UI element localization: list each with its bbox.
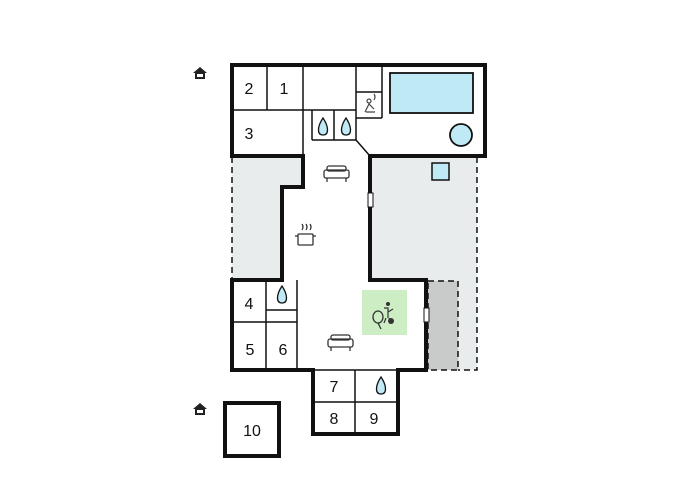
sofa-icon bbox=[323, 165, 350, 182]
door bbox=[423, 307, 430, 323]
room-7-label: 7 bbox=[330, 379, 339, 396]
room-3-label: 3 bbox=[245, 126, 254, 143]
door bbox=[367, 192, 374, 208]
room-9-label: 9 bbox=[370, 411, 379, 428]
room-6-label: 6 bbox=[279, 342, 288, 359]
room-8-label: 8 bbox=[330, 411, 339, 428]
terrace-left bbox=[231, 157, 303, 280]
room-10-label: 10 bbox=[243, 423, 261, 440]
covered-terrace bbox=[427, 280, 459, 371]
cooking-pot-icon bbox=[295, 223, 316, 246]
water-drop-icon bbox=[375, 375, 387, 395]
room-2-label: 2 bbox=[245, 81, 254, 98]
outbuilding-outline bbox=[223, 401, 281, 458]
water-drop-icon bbox=[317, 116, 329, 136]
interior-walls bbox=[232, 65, 398, 434]
hot-tub-icon bbox=[449, 123, 473, 147]
table-tennis-icon bbox=[362, 290, 407, 335]
sofa-icon bbox=[327, 334, 354, 351]
sauna-icon bbox=[364, 93, 376, 113]
room-4-label: 4 bbox=[245, 296, 254, 313]
pool-icon bbox=[389, 72, 474, 114]
water-drop-icon bbox=[276, 284, 288, 304]
room-5-label: 5 bbox=[246, 342, 255, 359]
outdoor-furniture-icon bbox=[431, 162, 450, 181]
house-icon bbox=[193, 403, 207, 415]
room-1-label: 1 bbox=[280, 81, 289, 98]
house-icon bbox=[193, 67, 207, 79]
water-drop-icon bbox=[340, 116, 352, 136]
